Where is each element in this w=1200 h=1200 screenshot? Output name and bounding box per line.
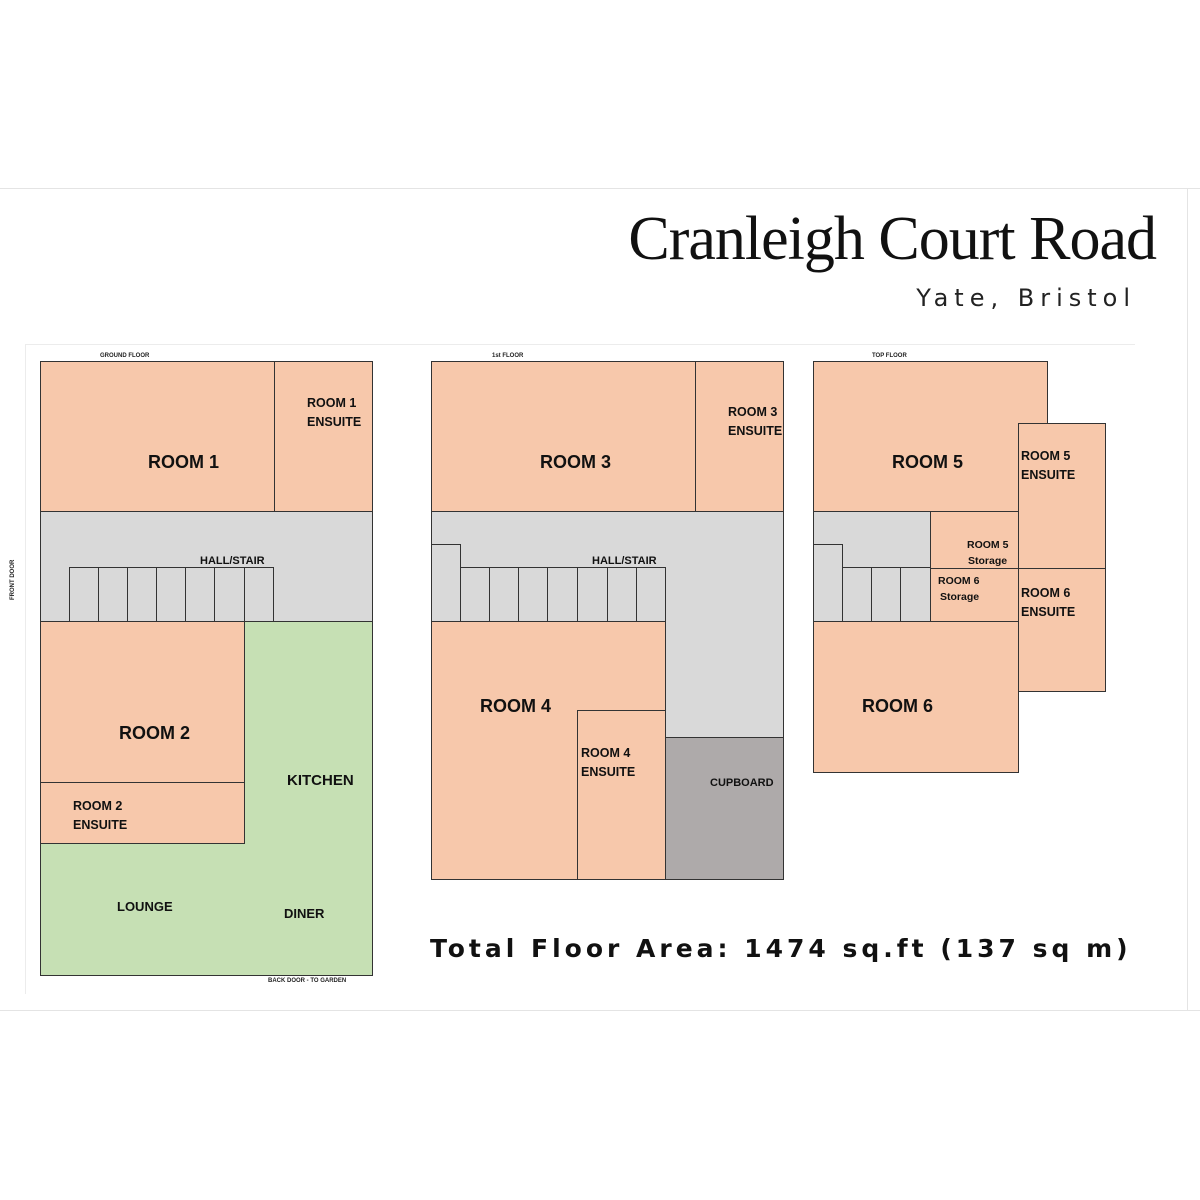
room-5 [813, 361, 1048, 512]
stair-step [547, 567, 578, 622]
room-6-storage-label-line2: Storage [940, 591, 980, 603]
stair-step [871, 567, 901, 622]
first-hall-label: HALL/STAIR [592, 555, 657, 567]
room-2-ensuite [40, 782, 245, 844]
stair-step [214, 567, 245, 622]
room-6-ensuite-label-line2: ENSUITE [1021, 605, 1076, 619]
stair-step [460, 567, 490, 622]
room-5-storage-label-line2: Storage [968, 555, 1008, 567]
stair-step [185, 567, 215, 622]
room-1-ensuite-label-line1: ROOM 1 [307, 396, 357, 410]
property-location: Yate, Bristol [916, 284, 1136, 312]
room-1 [40, 361, 275, 512]
card-top-edge [0, 188, 1200, 189]
room-1-ensuite [274, 361, 373, 512]
front-door-label: FRONT DOOR [10, 559, 16, 600]
stair-step [577, 567, 608, 622]
stair-landing-step [431, 544, 461, 622]
room-3-ensuite [695, 361, 784, 512]
room-6-ensuite [1018, 568, 1106, 692]
back-door-label: BACK DOOR - TO GARDEN [268, 978, 347, 984]
first-floor-label: 1st FLOOR [492, 353, 524, 359]
room-2-ensuite-label-line2: ENSUITE [73, 818, 128, 832]
room-5-ensuite-label-line1: ROOM 5 [1021, 449, 1071, 463]
room-6-label: ROOM 6 [862, 696, 934, 716]
top-floor-label: TOP FLOOR [872, 353, 907, 359]
stair-step [489, 567, 519, 622]
plan-frame-top [25, 344, 1135, 345]
room-2-label: ROOM 2 [119, 723, 191, 743]
stair-step [127, 567, 157, 622]
room-4-ensuite-label-line1: ROOM 4 [581, 746, 631, 760]
first-landing [665, 621, 784, 738]
stair-step [607, 567, 637, 622]
card-bottom-edge [0, 1010, 1200, 1011]
stair-step [98, 567, 128, 622]
stair-step [518, 567, 548, 622]
room-5-storage [930, 511, 1019, 569]
kitchen-label: KITCHEN [287, 772, 354, 789]
room-6-ensuite-label-line1: ROOM 6 [1021, 586, 1071, 600]
room-1-ensuite-label-line2: ENSUITE [307, 415, 362, 429]
room-3-ensuite-label-line2: ENSUITE [728, 424, 783, 438]
room-4-label: ROOM 4 [480, 696, 552, 716]
room-6 [813, 621, 1019, 773]
cupboard [665, 737, 784, 880]
property-title: Cranleigh Court Road [628, 205, 1157, 273]
ground-hall-stair [40, 511, 373, 622]
room-1-label: ROOM 1 [148, 452, 220, 472]
lounge-label: LOUNGE [117, 899, 173, 914]
ground-floor-label: GROUND FLOOR [100, 353, 150, 359]
room-2 [40, 621, 245, 783]
total-floor-area: Total Floor Area: 1474 sq.ft (137 sq m) [430, 934, 1132, 963]
stair-step [156, 567, 186, 622]
plan-frame-left [25, 344, 26, 994]
room-5-label: ROOM 5 [892, 452, 964, 472]
room-4-ensuite-label-line2: ENSUITE [581, 765, 636, 779]
room-2-ensuite-label-line1: ROOM 2 [73, 799, 123, 813]
stair-step [636, 567, 666, 622]
stair-step [842, 567, 872, 622]
room-3-label: ROOM 3 [540, 452, 612, 472]
room-5-ensuite [1018, 423, 1106, 569]
ground-hall-label: HALL/STAIR [200, 555, 265, 567]
stair-step [244, 567, 274, 622]
diner-label: DINER [284, 906, 325, 921]
stair-step [69, 567, 99, 622]
room-4-ensuite [577, 710, 666, 880]
room-5-ensuite-label-line2: ENSUITE [1021, 468, 1076, 482]
room-6-storage-label-line1: ROOM 6 [938, 575, 980, 587]
stair-step [900, 567, 931, 622]
room-3 [431, 361, 696, 512]
card-right-edge [1187, 188, 1188, 1010]
room-5-storage-label-line1: ROOM 5 [967, 539, 1009, 551]
stair-landing-step [813, 544, 843, 622]
cupboard-label: CUPBOARD [710, 777, 774, 789]
room-3-ensuite-label-line1: ROOM 3 [728, 405, 778, 419]
